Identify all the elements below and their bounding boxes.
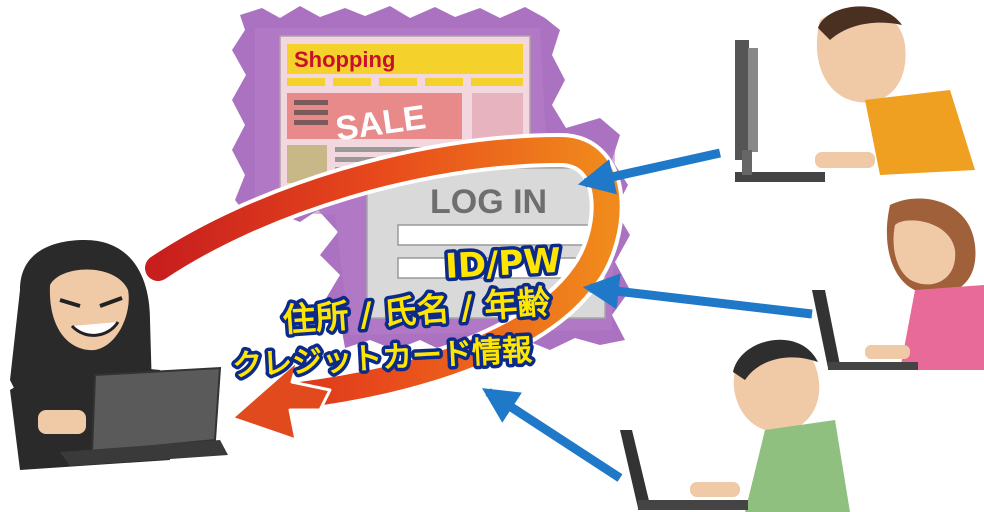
stolen-id-pw: ID/PW — [444, 241, 562, 287]
man-desktop-user-icon — [735, 6, 975, 182]
fake-login-page: LOG IN — [366, 167, 606, 319]
woman-laptop-user-icon — [812, 198, 984, 370]
man-laptop-user-icon — [620, 339, 850, 512]
login-title: LOG IN — [430, 183, 547, 221]
hooded-hacker-icon — [10, 240, 228, 470]
shopping-title: Shopping — [294, 47, 395, 72]
user-input-arrows — [481, 148, 813, 482]
